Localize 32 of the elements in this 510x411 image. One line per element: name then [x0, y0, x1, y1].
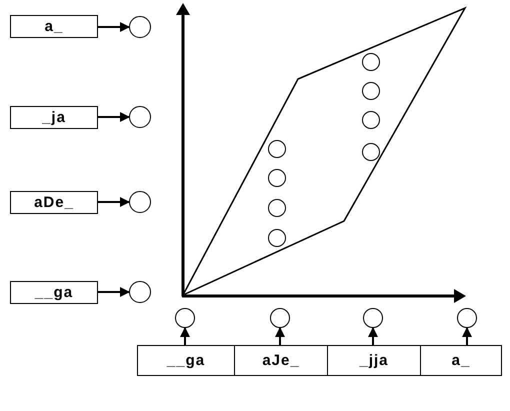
circle [268, 199, 286, 217]
circle [268, 140, 286, 158]
circle [457, 308, 477, 328]
label-box: __ga [137, 345, 235, 376]
arrow [98, 22, 130, 32]
arrow [98, 287, 130, 297]
circle [268, 169, 286, 187]
label-box: aJe_ [234, 345, 328, 376]
circle [362, 111, 380, 129]
arrow [98, 197, 130, 207]
circle [362, 53, 380, 71]
label-box: a_ [10, 15, 98, 38]
circle [362, 143, 380, 161]
circle [362, 82, 380, 100]
arrow [98, 112, 130, 122]
arrow [275, 327, 285, 345]
circle [363, 308, 383, 328]
arrow [180, 327, 190, 345]
circle [175, 308, 195, 328]
arrow [462, 327, 472, 345]
label-box: _jja [327, 345, 421, 376]
circle [268, 229, 286, 247]
label-box: _ja [10, 106, 98, 129]
label-box: a_ [420, 345, 502, 376]
arrow [368, 327, 378, 345]
circle [129, 191, 151, 213]
circle [270, 308, 290, 328]
circle [129, 16, 151, 38]
circle [129, 281, 151, 303]
label-box: aDe_ [10, 191, 98, 214]
label-box: __ga [10, 281, 98, 304]
circle [129, 106, 151, 128]
